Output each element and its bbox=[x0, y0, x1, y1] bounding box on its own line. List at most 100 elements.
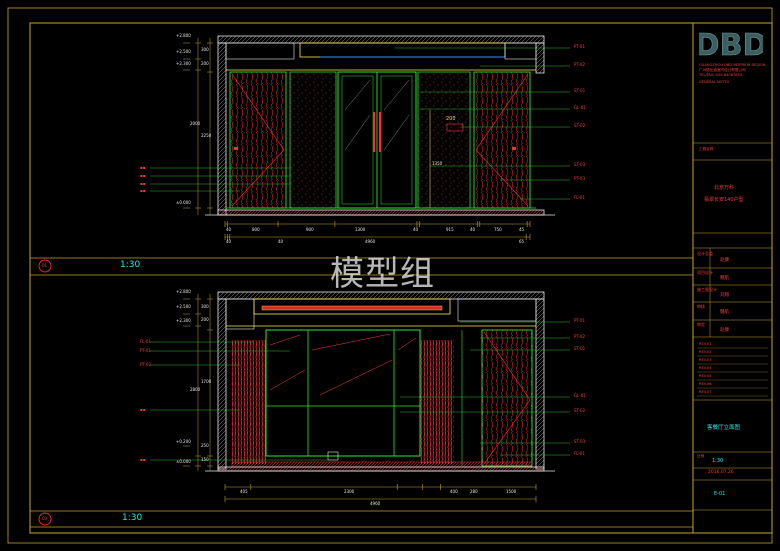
upper-level-1: +2.800 bbox=[176, 33, 191, 38]
upper-right-tag-5: ST-02 bbox=[574, 123, 586, 128]
lower-right-tag-4: GL-01 bbox=[574, 393, 586, 398]
tb-revision-lines bbox=[697, 347, 768, 397]
upper-ceiling-slab bbox=[217, 35, 545, 44]
upper-dim-ticks-2 bbox=[224, 234, 531, 240]
logo-mark: DBD bbox=[699, 28, 763, 62]
company-logo: DBD bbox=[699, 28, 763, 62]
upper-view-number: 01 bbox=[42, 263, 48, 268]
upper-left-door bbox=[229, 71, 287, 209]
tb-role-name-2: 魏航 bbox=[720, 276, 729, 281]
lower-dim-3: 400 bbox=[450, 489, 458, 494]
lower-vdim-ticks bbox=[195, 298, 213, 467]
tb-project-line-2: 翡翠长安140户型 bbox=[704, 197, 744, 203]
upper-center-dim: 1350 bbox=[432, 161, 443, 166]
lower-curtain-left bbox=[232, 340, 266, 464]
lower-vdim-4: 2800 bbox=[190, 387, 201, 392]
lower-level-2: +2.500 bbox=[176, 304, 191, 309]
upper-floor-slab bbox=[217, 209, 545, 216]
tb-revision-3: REV.03 bbox=[699, 358, 712, 362]
upper-level-3: +2.300 bbox=[176, 61, 191, 66]
upper-right-tag-2: PT-02 bbox=[574, 62, 586, 67]
lower-view-scale: 1:30 bbox=[122, 513, 143, 523]
upper-right-tag-7: PT-03 bbox=[574, 176, 586, 181]
upper-right-door-swing bbox=[475, 73, 529, 207]
upper-left-tag-2: ▪▪ bbox=[140, 173, 146, 178]
lower-curtain-right bbox=[420, 340, 454, 464]
lower-left-tag-3: PT-02 bbox=[140, 362, 152, 367]
lower-view-bubble bbox=[38, 512, 52, 526]
lower-glass-hatch bbox=[269, 333, 417, 396]
lower-right-leaders bbox=[400, 321, 570, 456]
lower-level-1: +2.800 bbox=[176, 289, 191, 294]
upper-dim-4: 1300 bbox=[355, 227, 366, 232]
upper-ceiling-cove bbox=[299, 42, 506, 58]
upper-view-scale: 1:30 bbox=[120, 260, 141, 270]
upper-right-tag-3: ST-01 bbox=[574, 88, 586, 93]
upper-ceiling-drop-left bbox=[225, 42, 295, 60]
lower-left-wall bbox=[217, 298, 227, 470]
tb-revision-5: REV.05 bbox=[699, 374, 712, 378]
upper-right-door-handle bbox=[512, 147, 516, 150]
upper-dimensions bbox=[150, 38, 570, 240]
lower-floor-slab bbox=[217, 466, 545, 472]
upper-left-tag-4: ▪▪ bbox=[140, 188, 146, 193]
upper-dim-8: 750 bbox=[494, 227, 502, 232]
lower-left-tag-4: ▪▪ bbox=[140, 407, 146, 412]
upper-dim2-2: 40 bbox=[278, 239, 284, 244]
lower-right-door bbox=[481, 329, 533, 467]
drawing-frame bbox=[29, 22, 773, 534]
upper-dim-7: 40 bbox=[470, 227, 476, 232]
upper-dim-ticks-1 bbox=[224, 221, 531, 227]
lower-left-tag-5: ▪▪ bbox=[140, 457, 146, 462]
lower-right-door-swing bbox=[483, 331, 531, 465]
upper-left-tag-1: ▪▪ bbox=[140, 165, 146, 170]
lower-left-tag-2: PT-01 bbox=[140, 348, 152, 353]
lower-level-marks bbox=[183, 298, 190, 467]
lower-ceiling-light-box bbox=[261, 305, 443, 311]
upper-vdim-3: 2000 bbox=[190, 121, 201, 126]
upper-stone-panel-right bbox=[417, 71, 471, 209]
lower-right-tag-5: ST-02 bbox=[574, 408, 586, 413]
upper-right-tag-1: PT-01 bbox=[574, 44, 586, 49]
tb-drawing-name: 客餐厅立面图 bbox=[707, 425, 741, 431]
lower-right-tag-2: PT-02 bbox=[574, 334, 586, 339]
upper-ceiling-drop-right bbox=[504, 42, 537, 60]
lower-level-4: +0.200 bbox=[176, 439, 191, 444]
upper-tag-mid: 200 bbox=[446, 116, 456, 122]
lower-right-wall bbox=[535, 298, 545, 470]
tb-role-name-5: 赵健 bbox=[720, 328, 729, 333]
upper-right-wall bbox=[535, 42, 545, 74]
upper-dim2-total: 4960 bbox=[365, 239, 376, 244]
upper-dim2-4: 65 bbox=[519, 239, 525, 244]
tb-logo-caption-cn: 广州德比迪室内设计有限公司 bbox=[699, 68, 746, 72]
tb-sheet-no: E-01 bbox=[714, 491, 726, 497]
tb-revision-7: REV.07 bbox=[699, 390, 712, 394]
upper-left-door-handle bbox=[234, 147, 238, 150]
upper-level-marks bbox=[183, 42, 190, 209]
lower-dim-ticks-1 bbox=[224, 484, 537, 490]
tb-revision-1: REV.01 bbox=[699, 342, 712, 346]
tb-project-line-1: 北京万科 bbox=[714, 185, 735, 191]
lower-dim-2: 2300 bbox=[344, 489, 355, 494]
lower-right-tag-1: PT-01 bbox=[574, 318, 586, 323]
lower-vdim-2: 200 bbox=[201, 317, 209, 322]
lower-left-leaders bbox=[150, 341, 330, 461]
lower-dim-ticks-2 bbox=[224, 496, 537, 502]
tb-notes-heading: GENERAL NOTES bbox=[699, 80, 730, 84]
upper-left-wall bbox=[217, 42, 227, 216]
upper-left-door-swing bbox=[231, 73, 285, 207]
lower-left-tag-1: FL-01 bbox=[140, 339, 151, 344]
lower-dim-total: 4960 bbox=[370, 501, 381, 506]
upper-dim-5: 40 bbox=[413, 227, 419, 232]
lower-level-3: +2.300 bbox=[176, 318, 191, 323]
upper-dim-3: 900 bbox=[306, 227, 314, 232]
tb-date: 2016.07.26 bbox=[708, 470, 734, 475]
upper-vdim-1: 300 bbox=[201, 47, 209, 52]
lower-right-tag-6: ST-03 bbox=[574, 439, 586, 444]
upper-elevation bbox=[205, 35, 555, 216]
lower-dim-5: 1500 bbox=[506, 489, 517, 494]
upper-right-door bbox=[473, 71, 531, 209]
lower-floor-outlet bbox=[327, 451, 339, 461]
lower-ceiling-drop-left bbox=[225, 298, 255, 330]
